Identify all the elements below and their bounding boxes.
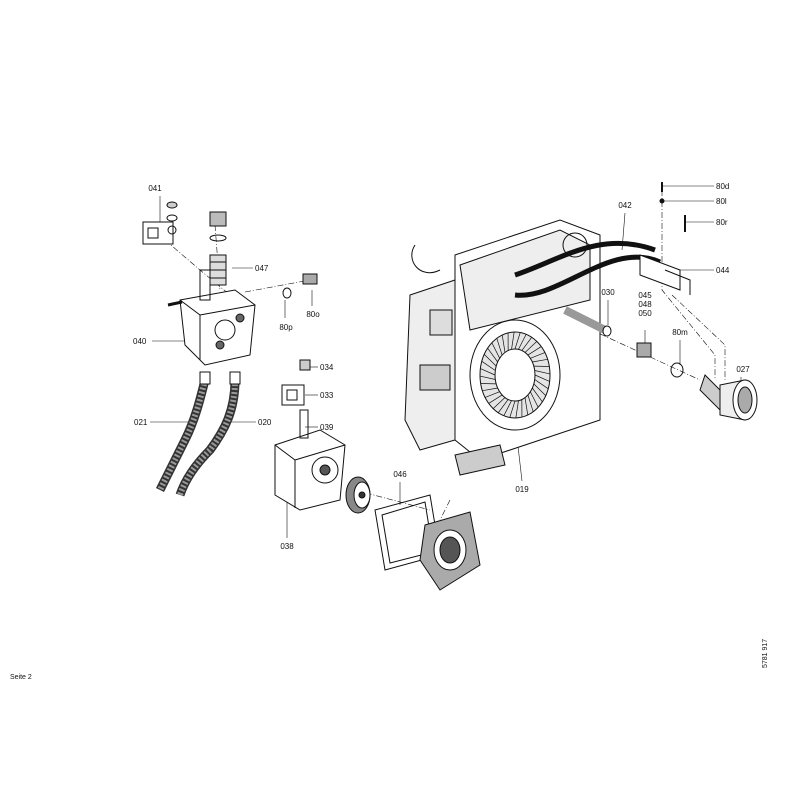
fan-blade [533, 383, 546, 396]
label-047: 047 [255, 264, 269, 273]
part-flange [419, 511, 481, 591]
fan-blade [534, 374, 550, 382]
label-044: 044 [716, 266, 730, 275]
label-034: 034 [320, 363, 334, 372]
label-80p: 80p [279, 323, 293, 332]
fan-blade [487, 347, 498, 363]
part-021-020-hoses [155, 371, 241, 497]
fan-blade [503, 400, 512, 416]
fan-blade [509, 400, 516, 418]
fan-blade [514, 332, 521, 350]
part-040-pump [167, 269, 256, 366]
label-040: 040 [133, 337, 147, 346]
label-80o: 80o [306, 310, 320, 319]
label-045: 045 [638, 291, 652, 300]
part-coupling [345, 476, 371, 514]
label-020: 020 [258, 418, 272, 427]
label-038: 038 [280, 542, 294, 551]
fan-blade [521, 337, 533, 351]
label-80m: 80m [672, 328, 688, 337]
label-046: 046 [393, 470, 407, 479]
fan-blade [482, 387, 498, 392]
part-044-bracket [639, 254, 691, 295]
fan-blade [484, 354, 497, 367]
fan-blade [527, 346, 542, 356]
label-050: 050 [638, 309, 652, 318]
part-019-fan-wheel [469, 319, 561, 431]
part-033-coil [281, 359, 311, 406]
fan-blade [530, 391, 539, 408]
label-033: 033 [320, 391, 334, 400]
footer-page-label: Seite 2 [10, 674, 32, 681]
fan-blade [480, 368, 496, 376]
label-039: 039 [320, 423, 334, 432]
fan-blade [524, 397, 529, 416]
drawing-number: 5781 917 [762, 638, 769, 668]
fan-blade [524, 341, 538, 353]
fan-blade [532, 358, 548, 363]
part-027-nozzle-assembly [699, 374, 758, 421]
label-80l: 80l [716, 197, 727, 206]
fan-blade [492, 397, 506, 409]
label-80d: 80d [716, 182, 730, 191]
label-027: 027 [736, 365, 750, 374]
label-048: 048 [638, 300, 652, 309]
fan-blade [479, 375, 496, 380]
fan-blade [530, 352, 546, 359]
fan-blade [534, 370, 551, 375]
fan-blade [496, 338, 503, 356]
fan-blade [491, 342, 500, 359]
label-030: 030 [601, 288, 615, 297]
fan-blade [501, 334, 506, 353]
fan-blade [527, 394, 534, 412]
fan-blade [497, 399, 509, 413]
label-042: 042 [618, 201, 632, 210]
part-047-filter [209, 211, 227, 286]
fan-blade [515, 400, 519, 419]
label-019: 019 [515, 485, 529, 494]
fan-blade [511, 331, 515, 350]
fan-blade [484, 391, 500, 398]
part-038-pump [274, 409, 346, 511]
label-041: 041 [148, 184, 162, 193]
fan-blade [481, 360, 496, 371]
fan-blade [532, 387, 543, 403]
label-021: 021 [134, 418, 148, 427]
fan-blade [534, 379, 549, 390]
fan-blade [488, 394, 503, 404]
part-041-solenoid-coil [142, 201, 178, 245]
fan-blade [518, 334, 527, 350]
label-80r: 80r [716, 218, 728, 227]
